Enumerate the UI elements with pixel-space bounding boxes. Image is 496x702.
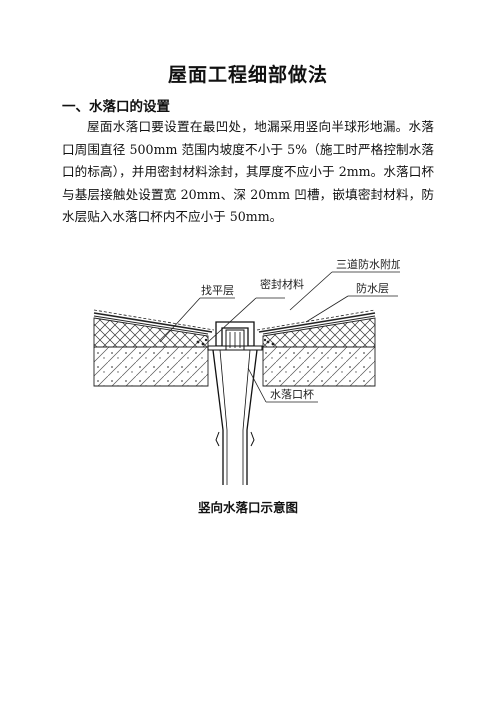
waterproof-layer-right — [258, 312, 376, 333]
leader-sealant — [207, 297, 285, 343]
label-sealant: 密封材料 — [260, 277, 304, 291]
label-waterproof-layer: 防水层 — [356, 281, 389, 295]
additional-layer-left — [93, 309, 215, 331]
insulation-right — [262, 317, 376, 348]
pipe-joint — [215, 431, 255, 447]
additional-layer-right — [256, 309, 376, 331]
label-leveling-layer: 找平层 — [201, 283, 234, 297]
sealant-fill — [196, 338, 275, 346]
drain-pipe — [212, 349, 258, 485]
body-paragraph: 屋面水落口要设置在最凹处，地漏采用竖向半球形地漏。水落口周围直径 500mm 范… — [62, 119, 434, 224]
drain-diagram: 三道防水附加层 找平层 密封材料 防水层 水落口杯 — [80, 250, 418, 485]
leveling-layer-left — [93, 315, 209, 335]
leader-leveling — [159, 297, 235, 343]
figure-caption: 竖向水落口示意图 — [197, 500, 298, 515]
waterproof-layer-left — [93, 312, 213, 333]
label-drain-cup: 水落口杯 — [270, 387, 314, 401]
concrete-slab-right — [262, 346, 376, 387]
section-heading: 一、水落口的设置 — [62, 99, 170, 115]
page-title: 屋面工程细部做法 — [167, 64, 328, 86]
leader-drain-cup — [247, 367, 318, 403]
leader-waterproof — [305, 295, 398, 323]
drain-pipe-inner — [219, 349, 251, 485]
label-additional-layer: 三道防水附加层 — [336, 257, 400, 271]
leveling-layer-right — [262, 315, 376, 335]
concrete-slab-left — [93, 346, 209, 387]
drain-grate — [225, 329, 245, 351]
drain-diagram-svg: 三道防水附加层 找平层 密封材料 防水层 水落口杯 — [93, 257, 418, 485]
